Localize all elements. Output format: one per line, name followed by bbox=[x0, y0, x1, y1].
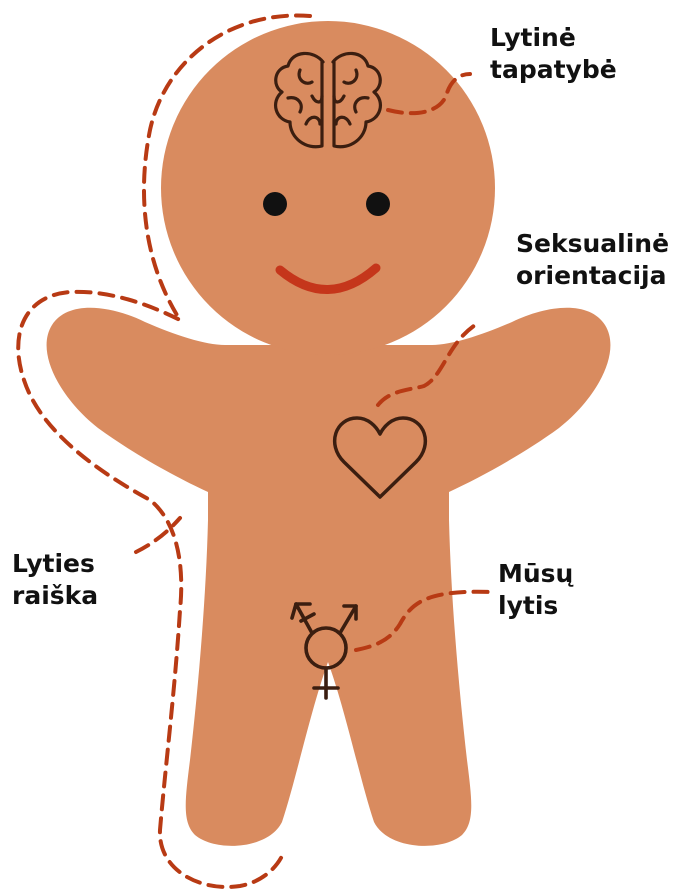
gingerbread-figure bbox=[47, 21, 611, 846]
sexual-orientation-label-line2: orientacija bbox=[516, 260, 669, 292]
gender-identity-label: Lytinė tapatybė bbox=[490, 22, 617, 86]
sexual-orientation-label: Seksualinė orientacija bbox=[516, 228, 669, 292]
head-shape bbox=[161, 21, 495, 355]
right-eye bbox=[366, 192, 390, 216]
gender-identity-label-line2: tapatybė bbox=[490, 54, 617, 86]
gender-identity-label-line1: Lytinė bbox=[490, 22, 617, 54]
left-eye bbox=[263, 192, 287, 216]
sexual-orientation-label-line1: Seksualinė bbox=[516, 228, 669, 260]
gender-expression-label-line2: raiška bbox=[12, 580, 98, 612]
sex-label-line1: Mūsų bbox=[498, 558, 573, 590]
gender-expression-label: Lyties raiška bbox=[12, 548, 98, 612]
gender-expression-label-line1: Lyties bbox=[12, 548, 98, 580]
sex-label: Mūsų lytis bbox=[498, 558, 573, 622]
sex-label-line2: lytis bbox=[498, 590, 573, 622]
